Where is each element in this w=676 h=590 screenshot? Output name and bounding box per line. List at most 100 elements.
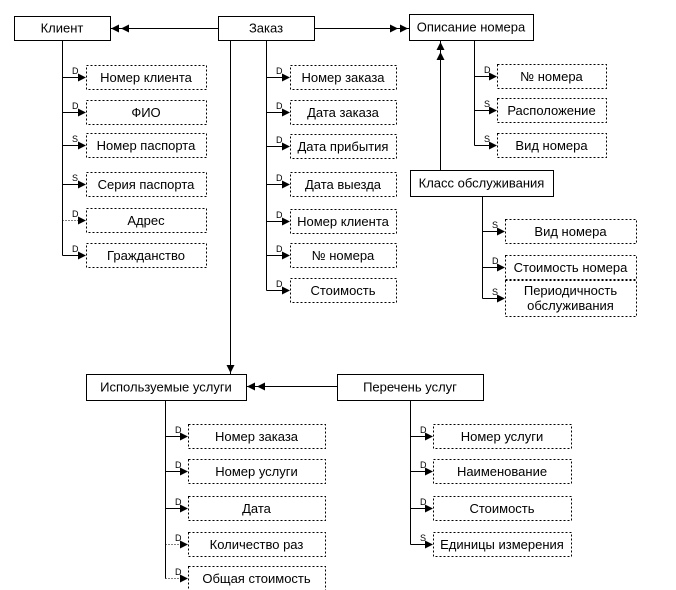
attribute-box[interactable] <box>290 65 397 90</box>
attr-серия-паспорта[interactable]: Серия паспорта <box>86 172 207 197</box>
branch-arrow <box>78 141 86 150</box>
attr-номер-услуги[interactable]: Номер услуги <box>188 459 326 484</box>
attribute-label: Стоимость <box>469 501 534 516</box>
attribute-label: Количество раз <box>210 537 304 552</box>
attr-стоимость-номера[interactable]: Стоимость номера <box>505 255 637 280</box>
key-marker: D <box>175 533 182 543</box>
attr-дата-прибытия[interactable]: Дата прибытия <box>290 134 397 159</box>
branch-arrow <box>180 540 188 549</box>
attr-расположение[interactable]: Расположение <box>497 98 607 123</box>
entity-box[interactable] <box>337 374 484 401</box>
attr-вид-номера[interactable]: Вид номера <box>497 133 607 158</box>
attribute-box[interactable] <box>433 424 572 449</box>
attr-номер-заказа[interactable]: Номер заказа <box>188 424 326 449</box>
attribute-label: Адрес <box>127 213 165 228</box>
attribute-box[interactable] <box>290 278 397 303</box>
entity-name: Клиент <box>41 21 84 36</box>
attribute-box[interactable] <box>86 100 207 125</box>
attribute-box[interactable] <box>290 209 397 234</box>
key-marker: D <box>175 497 182 507</box>
attribute-box[interactable] <box>188 566 326 590</box>
attribute-label: Номер клиента <box>297 214 390 229</box>
attribute-box[interactable] <box>433 532 572 557</box>
attribute-box[interactable] <box>505 219 637 244</box>
attribute-box[interactable] <box>290 243 397 268</box>
attr-гражданство[interactable]: Гражданство <box>86 243 207 268</box>
attr-количество-раз[interactable]: Количество раз <box>188 532 326 557</box>
attribute-box[interactable] <box>497 64 607 89</box>
attr-номер-клиента[interactable]: Номер клиента <box>290 209 397 234</box>
attr-дата-выезда[interactable]: Дата выезда <box>290 172 397 197</box>
attr-номера[interactable]: № номера <box>290 243 397 268</box>
attribute-label: Дата заказа <box>307 105 380 120</box>
key-marker: D <box>175 425 182 435</box>
attribute-box[interactable] <box>433 459 572 484</box>
attr-единицы-измерения[interactable]: Единицы измерения <box>433 532 572 557</box>
key-marker: D <box>276 279 283 289</box>
attribute-box[interactable] <box>86 243 207 268</box>
key-marker: D <box>175 567 182 577</box>
attr-стоимость[interactable]: Стоимость <box>290 278 397 303</box>
attr-общая-стоимость[interactable]: Общая стоимость <box>188 566 326 590</box>
attr-номер-услуги[interactable]: Номер услуги <box>433 424 572 449</box>
branch-arrow <box>78 108 86 117</box>
attr-адрес[interactable]: Адрес <box>86 208 207 233</box>
attribute-box[interactable] <box>290 172 397 197</box>
entity-service-class[interactable]: Класс обслуживания <box>410 170 554 197</box>
branch-arrow <box>282 251 290 260</box>
attr-стоимость[interactable]: Стоимость <box>433 496 572 521</box>
attribute-box[interactable] <box>290 134 397 159</box>
attribute-box[interactable] <box>290 100 397 125</box>
attr-номер-заказа[interactable]: Номер заказа <box>290 65 397 90</box>
attribute-label: Серия паспорта <box>98 177 196 192</box>
entity-box[interactable] <box>409 14 534 41</box>
branch-arrow <box>282 180 290 189</box>
entity-order[interactable]: Заказ <box>218 16 315 41</box>
attr-номер-клиента[interactable]: Номер клиента <box>86 65 207 90</box>
branch-arrow <box>425 504 433 513</box>
entity-room-desc[interactable]: Описание номера <box>409 14 534 41</box>
attribute-label: Номер заказа <box>301 70 385 85</box>
attribute-box[interactable] <box>86 133 207 158</box>
attribute-label: № номера <box>312 248 375 263</box>
attribute-box[interactable] <box>497 98 607 123</box>
attribute-box[interactable] <box>505 280 637 317</box>
attribute-box[interactable] <box>433 496 572 521</box>
attribute-box[interactable] <box>86 65 207 90</box>
attr-наименование[interactable]: Наименование <box>433 459 572 484</box>
attr-дата-заказа[interactable]: Дата заказа <box>290 100 397 125</box>
attr-дата[interactable]: Дата <box>188 496 326 521</box>
attribute-box[interactable] <box>188 424 326 449</box>
key-marker: D <box>175 460 182 470</box>
attribute-box[interactable] <box>505 255 637 280</box>
entity-box[interactable] <box>86 374 247 401</box>
entity-service-list[interactable]: Перечень услуг <box>337 374 484 401</box>
entity-box[interactable] <box>14 16 111 41</box>
attribute-box[interactable] <box>86 172 207 197</box>
branch-arrow <box>78 216 86 225</box>
entity-name: Заказ <box>249 21 283 36</box>
attribute-box[interactable] <box>188 459 326 484</box>
attr-фио[interactable]: ФИО <box>86 100 207 125</box>
rel-arrow-order-used <box>226 365 235 373</box>
attr-вид-номера[interactable]: Вид номера <box>505 219 637 244</box>
key-marker: S <box>72 134 78 144</box>
key-marker: S <box>484 99 490 109</box>
attr-номер-паспорта[interactable]: Номер паспорта <box>86 133 207 158</box>
attribute-box[interactable] <box>497 133 607 158</box>
entity-used-services[interactable]: Используемые услуги <box>86 374 247 401</box>
key-marker: S <box>492 287 498 297</box>
attribute-box[interactable] <box>188 532 326 557</box>
attribute-box[interactable] <box>86 208 207 233</box>
entity-box[interactable] <box>218 16 315 41</box>
attr-номера[interactable]: № номера <box>497 64 607 89</box>
entity-box[interactable] <box>410 170 554 197</box>
key-marker: D <box>484 65 491 75</box>
attribute-label-line: обслуживания <box>527 298 614 313</box>
key-marker: D <box>420 425 427 435</box>
attribute-label: Стоимость номера <box>514 260 629 275</box>
attribute-box[interactable] <box>188 496 326 521</box>
attribute-label: Номер паспорта <box>97 138 196 153</box>
entity-client[interactable]: Клиент <box>14 16 111 41</box>
